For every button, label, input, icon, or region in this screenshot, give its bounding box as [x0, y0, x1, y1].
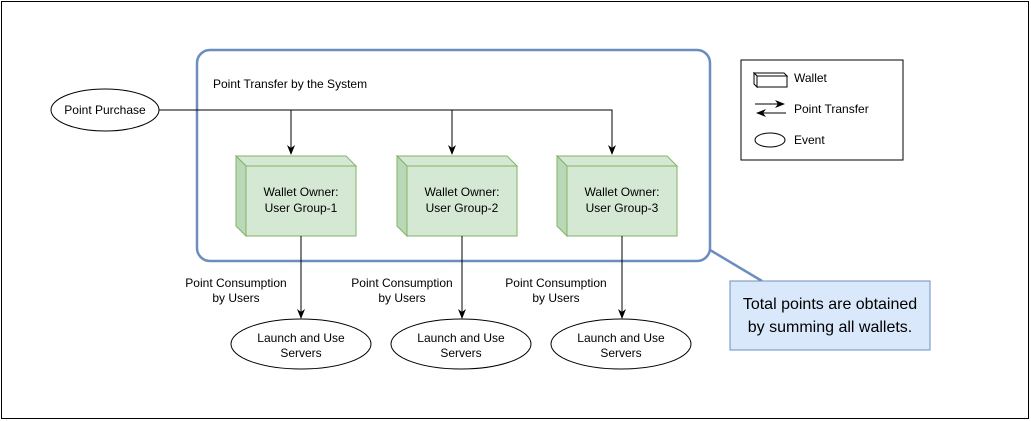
wallet-3-line1: Wallet Owner:	[585, 185, 660, 199]
wallet-user-group-3: Wallet Owner: User Group-3	[555, 154, 679, 238]
note-line1: Total points are obtained	[743, 296, 917, 313]
legend-label-point-transfer: Point Transfer	[794, 102, 869, 116]
wallet-1-line1: Wallet Owner:	[264, 185, 339, 199]
legend: Wallet Point Transfer Event	[740, 59, 904, 161]
server-event-1: Launch and Use Servers	[230, 318, 372, 370]
consumption-label-1: Point Consumption by Users	[185, 276, 286, 305]
note-box: Total points are obtained by summing all…	[729, 280, 931, 351]
note-connector	[709, 248, 763, 283]
server-event-3-line1: Launch and Use	[577, 331, 665, 345]
wallet-user-group-2: Wallet Owner: User Group-2	[395, 154, 519, 238]
legend-label-event: Event	[794, 133, 825, 147]
wallet-2-line1: Wallet Owner:	[425, 185, 500, 199]
system-transfer-label: Point Transfer by the System	[213, 77, 367, 91]
consumption-label-1-line2: by Users	[212, 291, 259, 305]
server-event-1-line2: Servers	[280, 346, 321, 360]
ellipse-icon	[754, 132, 786, 148]
point-purchase-event: Point Purchase	[50, 88, 160, 132]
wallet-1-line2: User Group-1	[265, 201, 338, 215]
legend-label-wallet: Wallet	[794, 71, 828, 85]
double-arrow-icon	[755, 100, 786, 117]
note-line2: by summing all wallets.	[748, 319, 913, 336]
wallet-icon	[752, 71, 789, 89]
server-event-1-line1: Launch and Use	[257, 331, 345, 345]
consumption-label-1-line1: Point Consumption	[185, 276, 286, 290]
consumption-arrows	[297, 236, 626, 319]
consumption-label-3-line1: Point Consumption	[505, 276, 606, 290]
consumption-label-2-line2: by Users	[378, 291, 425, 305]
wallet-2-line2: User Group-2	[426, 201, 499, 215]
server-event-3-line2: Servers	[600, 346, 641, 360]
purchase-transfer-arrows	[159, 109, 616, 155]
system-transfer-group	[195, 48, 712, 263]
consumption-label-3: Point Consumption by Users	[505, 276, 606, 305]
consumption-label-3-line2: by Users	[532, 291, 579, 305]
point-purchase-label: Point Purchase	[64, 103, 146, 117]
server-event-3: Launch and Use Servers	[550, 318, 692, 370]
consumption-label-2-line1: Point Consumption	[351, 276, 452, 290]
server-event-2-line2: Servers	[440, 346, 481, 360]
server-event-2-line1: Launch and Use	[417, 331, 505, 345]
consumption-label-2: Point Consumption by Users	[351, 276, 452, 305]
transfer-arrow-group-3	[159, 109, 616, 155]
wallet-user-group-1: Wallet Owner: User Group-1	[234, 154, 358, 238]
server-event-2: Launch and Use Servers	[390, 318, 532, 370]
wallet-3-line2: User Group-3	[586, 201, 659, 215]
